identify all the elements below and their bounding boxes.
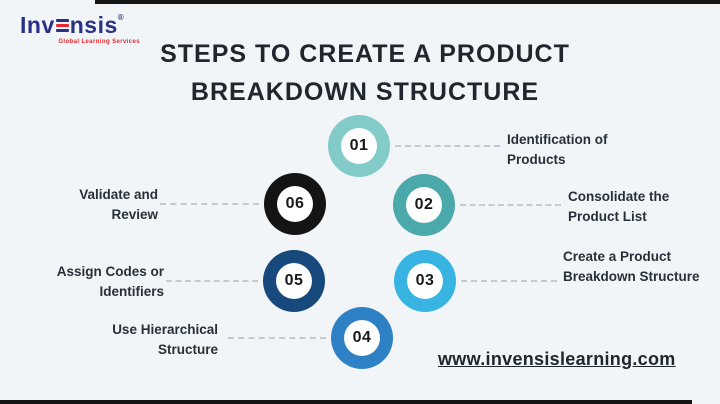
step-label-04: Use Hierarchical Structure: [112, 322, 218, 357]
step-circle-02: 02: [393, 174, 455, 236]
step-circle-06: 06: [264, 173, 326, 235]
bottom-border-bar: [0, 400, 692, 404]
step-number-03: 03: [407, 263, 443, 299]
connector-04: [228, 337, 326, 339]
step-label-05: Assign Codes or Identifiers: [56, 264, 164, 299]
connector-02: [460, 204, 561, 206]
logo-tagline: Global Learning Services: [58, 39, 140, 45]
step-label-01: Identification of Products: [507, 132, 608, 167]
step-label-03: Create a Product Breakdown Structure: [563, 249, 700, 284]
connector-03: [461, 280, 557, 282]
step-number-06: 06: [277, 186, 313, 222]
step-circle-01: 01: [328, 115, 390, 177]
website-link[interactable]: www.invensislearning.com: [438, 349, 676, 369]
connector-01: [395, 145, 500, 147]
step-number-02: 02: [406, 187, 442, 223]
registered-trademark-symbol: ®: [117, 13, 125, 22]
step-circle-03: 03: [394, 250, 456, 312]
step-label-06: Validate and Review: [79, 187, 158, 222]
step-circle-05: 05: [263, 250, 325, 312]
step-circle-04: 04: [331, 307, 393, 369]
connector-06: [160, 203, 259, 205]
step-number-04: 04: [344, 320, 380, 356]
step-number-01: 01: [341, 128, 377, 164]
step-label-02: Consolidate the Product List: [568, 189, 670, 224]
top-border-bar: [95, 0, 720, 4]
connector-05: [166, 280, 258, 282]
logo-e-icon: [55, 18, 69, 33]
step-number-05: 05: [276, 263, 312, 299]
page-title: STEPS TO CREATE A PRODUCT BREAKDOWN STRU…: [160, 40, 570, 106]
